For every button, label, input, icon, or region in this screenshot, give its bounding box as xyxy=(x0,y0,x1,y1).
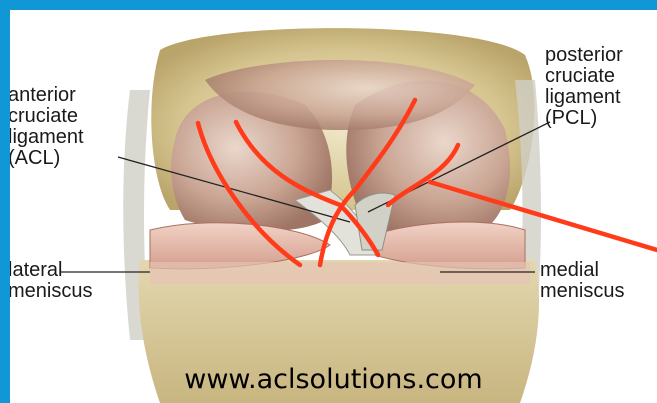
acl-label: anterior cruciate ligament (ACL) xyxy=(10,85,84,169)
figure-canvas: anterior cruciate ligament (ACL) posteri… xyxy=(10,10,657,403)
tibial-plateau xyxy=(150,262,530,284)
lateral-meniscus-label: lateral meniscus xyxy=(10,260,92,302)
pcl-label: posterior cruciate ligament (PCL) xyxy=(545,45,623,129)
watermark-url: www.aclsolutions.com xyxy=(10,364,657,395)
medial-meniscus-label: medial meniscus xyxy=(540,260,624,302)
